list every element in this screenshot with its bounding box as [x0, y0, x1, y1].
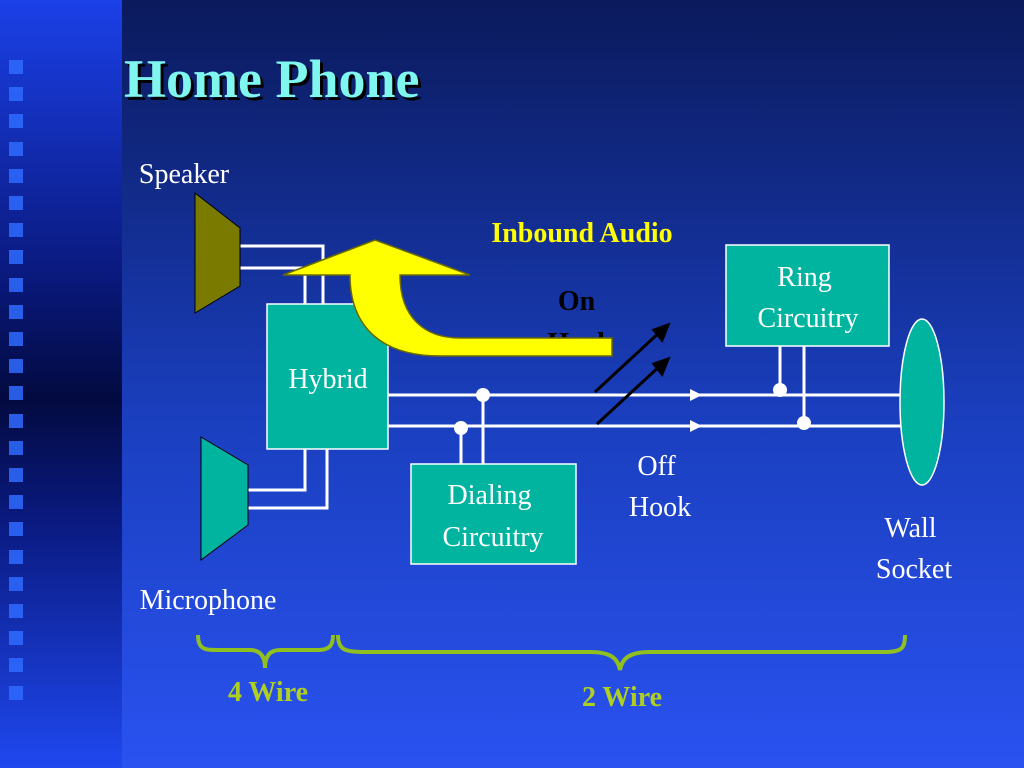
- speaker-label: Speaker: [139, 159, 230, 190]
- decorative-square: [9, 685, 23, 700]
- decorative-square: [9, 141, 23, 156]
- four-wire-brace: [196, 634, 335, 669]
- microphone-icon: [200, 436, 249, 561]
- decorative-square: [9, 386, 23, 401]
- dialing-circuitry-box: [410, 463, 577, 565]
- decorative-square: [9, 60, 23, 74]
- decorative-square: [9, 277, 23, 292]
- junction-dots: [454, 383, 811, 435]
- microphone-label: Microphone: [140, 585, 277, 616]
- left-decorative-band: [0, 0, 122, 768]
- wall-socket-label: Wall Socket: [876, 513, 952, 585]
- wall-socket-icon: [899, 318, 945, 486]
- decorative-square-column: [9, 60, 27, 700]
- ring-circuitry-label: Ring Circuitry: [757, 262, 858, 334]
- decorative-square: [9, 168, 23, 183]
- two-wire-label: 2 Wire: [582, 682, 662, 713]
- decorative-square: [9, 250, 23, 265]
- decorative-square: [9, 604, 23, 619]
- inbound-audio-arrow: [282, 239, 613, 357]
- four-wire-label: 4 Wire: [228, 677, 308, 708]
- decorative-square: [9, 549, 23, 564]
- off-hook-label: Off Hook: [629, 451, 691, 523]
- slide-title: Home Phone: [124, 49, 420, 109]
- two-wire-brace: [336, 634, 907, 671]
- line-wires: [388, 346, 905, 465]
- hybrid-label: Hybrid: [288, 364, 367, 395]
- speaker-icon: [194, 191, 241, 314]
- dialing-circuitry-label: Dialing Circuitry: [442, 480, 543, 553]
- decorative-square: [9, 332, 23, 347]
- decorative-square: [9, 468, 23, 483]
- decorative-square: [9, 631, 23, 646]
- hook-switch: [593, 322, 671, 426]
- decorative-square: [9, 495, 23, 510]
- ring-circuitry-box: [725, 244, 890, 347]
- decorative-square: [9, 87, 23, 102]
- line-arrowheads: [690, 389, 702, 432]
- decorative-square: [9, 114, 23, 129]
- decorative-square: [9, 304, 23, 319]
- decorative-square: [9, 196, 23, 211]
- decorative-square: [9, 413, 23, 428]
- decorative-square: [9, 522, 23, 537]
- decorative-square: [9, 658, 23, 673]
- decorative-square: [9, 576, 23, 591]
- decorative-square: [9, 440, 23, 455]
- microphone-wires: [248, 448, 329, 510]
- inbound-audio-label: Inbound Audio: [491, 218, 672, 249]
- decorative-square: [9, 359, 23, 374]
- decorative-square: [9, 223, 23, 238]
